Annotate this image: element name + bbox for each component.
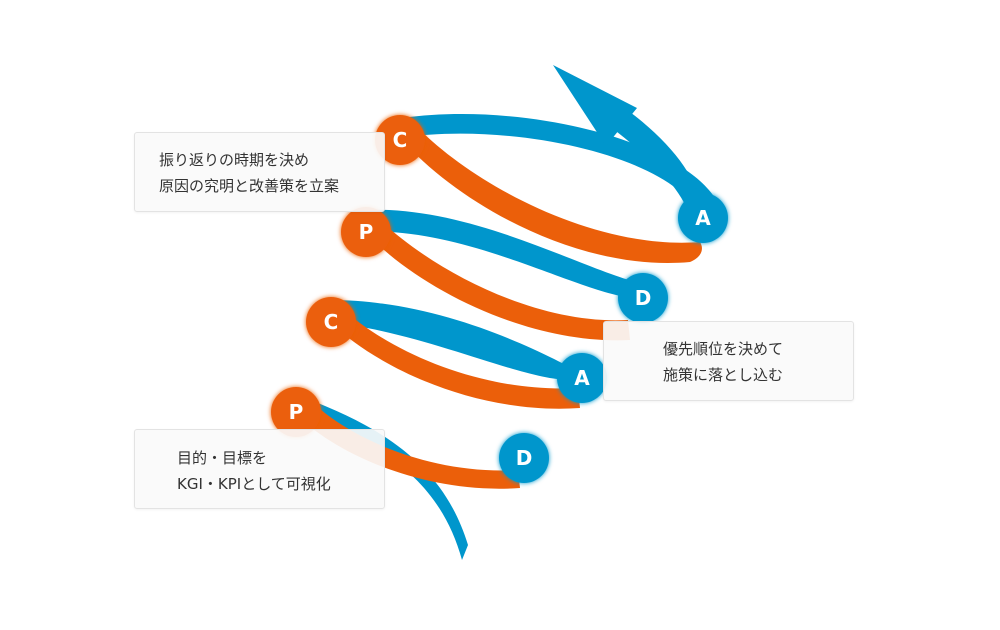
- badge-d-upper-label: D: [635, 286, 652, 310]
- note-action-line-2: 施策に落とし込む: [663, 366, 784, 384]
- note-check-upper-line-2: 原因の究明と改善策を立案: [159, 177, 340, 195]
- badge-a-upper-label: A: [695, 206, 711, 230]
- badge-p-upper: P: [341, 207, 391, 257]
- orange-band-4: [402, 128, 702, 263]
- badge-a-lower: A: [557, 353, 607, 403]
- blue-band-3: [360, 209, 652, 299]
- note-action-line-1: 優先順位を決めて: [663, 340, 784, 358]
- note-check-upper-line-1: 振り返りの時期を決め: [159, 151, 310, 169]
- badge-c-upper-label: C: [393, 128, 408, 152]
- badge-p-lower: P: [271, 387, 321, 437]
- badge-a-upper: A: [678, 193, 728, 243]
- badge-a-lower-label: A: [574, 366, 590, 390]
- badge-d-lower: D: [499, 433, 549, 483]
- badge-d-upper: D: [618, 273, 668, 323]
- blue-band-2: [325, 300, 590, 380]
- note-check-upper: 振り返りの時期を決め 原因の究明と改善策を立案: [134, 132, 385, 212]
- badge-d-lower-label: D: [516, 446, 533, 470]
- note-plan: 目的・目標を KGI・KPIとして可視化: [134, 429, 385, 509]
- blue-arrowhead: [553, 65, 637, 146]
- badge-c-upper: C: [375, 115, 425, 165]
- note-plan-line-2: KGI・KPIとして可視化: [177, 475, 331, 493]
- badge-p-upper-label: P: [359, 220, 374, 244]
- note-action: 優先順位を決めて 施策に落とし込む: [603, 321, 854, 401]
- badge-c-lower-label: C: [324, 310, 339, 334]
- badge-p-lower-label: P: [289, 400, 304, 424]
- blue-arrow-shaft: [612, 112, 701, 225]
- note-plan-line-1: 目的・目標を: [177, 449, 268, 467]
- badge-c-lower: C: [306, 297, 356, 347]
